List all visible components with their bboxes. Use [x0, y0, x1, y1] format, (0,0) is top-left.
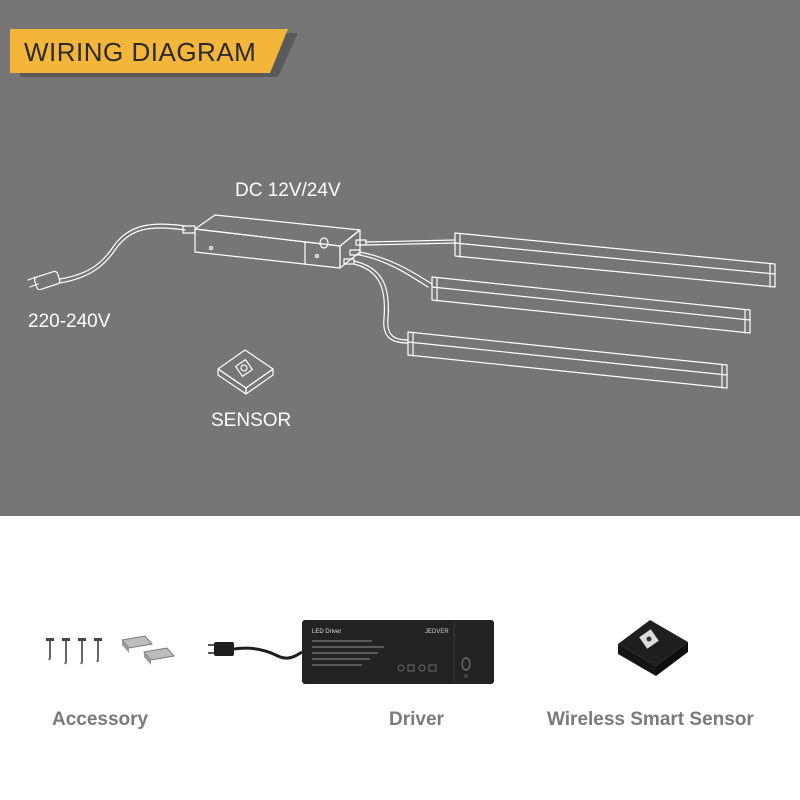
dc-voltage-label: DC 12V/24V: [235, 180, 341, 201]
screw-icon: [94, 638, 102, 663]
banner-shape: [10, 29, 298, 77]
accessory-image: [46, 635, 175, 665]
accessory-caption: Accessory: [52, 709, 149, 730]
led-light-bar-1: [454, 232, 776, 288]
wiring-diagram-panel: WIRING DIAGRAM: [0, 0, 800, 516]
driver-image: LED Driver JEDVER: [208, 620, 494, 684]
driver-brand-label: JEDVER: [425, 629, 449, 635]
wireless-sensor-caption: Wireless Smart Sensor: [547, 709, 754, 730]
led-light-bar-2: [431, 276, 751, 334]
wiring-diagram-drawing: [27, 214, 776, 395]
led-light-bar-3: [407, 331, 728, 389]
mounting-clip-icon: [121, 635, 153, 653]
package-contents-panel: LED Driver JEDVER Accessory Driver Wirel…: [0, 516, 800, 800]
sensor-icon: [217, 349, 274, 395]
driver-label-title: LED Driver: [312, 629, 341, 635]
ac-voltage-label: 220-240V: [28, 311, 111, 332]
driver-switch-icon: [461, 657, 471, 671]
output-wire-2: [359, 251, 433, 285]
ac-plug-icon: [27, 270, 61, 291]
driver-caption: Driver: [389, 709, 444, 730]
screw-icon: [46, 638, 54, 661]
certification-icons: [397, 664, 437, 672]
banner-title: WIRING DIAGRAM: [24, 37, 257, 67]
output-wire-1: [365, 239, 456, 243]
output-wire-3: [353, 260, 409, 341]
mounting-clip-icon: [143, 647, 175, 665]
wireless-sensor-image: [618, 620, 688, 676]
screw-icon: [62, 638, 70, 665]
driver-box: [194, 214, 361, 269]
sensor-label: SENSOR: [211, 410, 292, 431]
wiring-diagram-banner: WIRING DIAGRAM: [10, 29, 298, 77]
power-plug-icon: [208, 642, 234, 656]
ac-power-cord: [59, 227, 186, 284]
screw-icon: [78, 638, 86, 665]
